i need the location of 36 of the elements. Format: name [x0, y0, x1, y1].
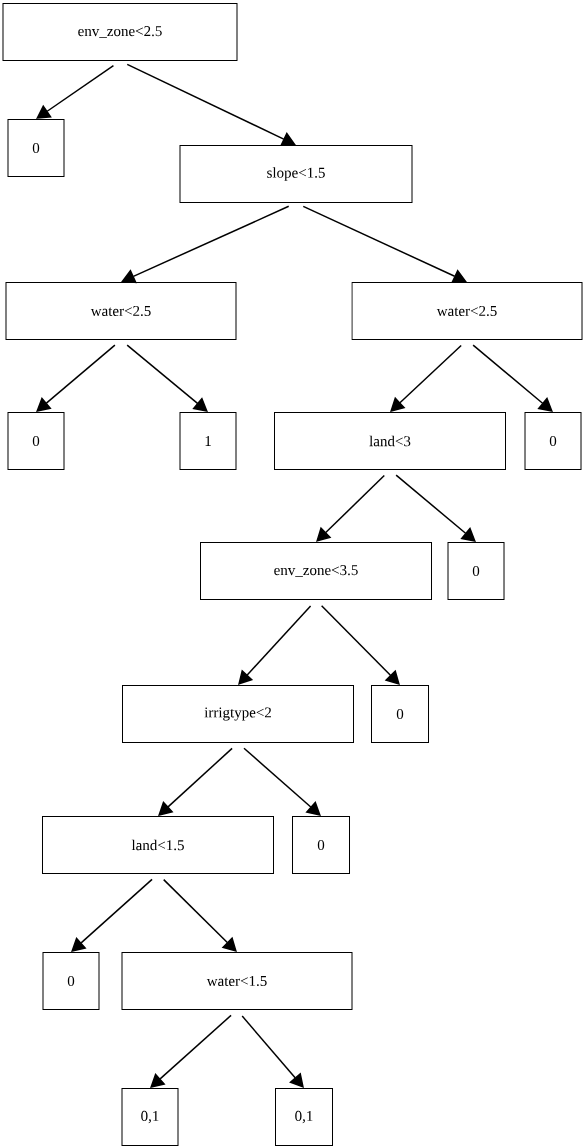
arrow: [241, 1015, 304, 1088]
arrow: [390, 344, 462, 412]
tree-node-box: land<1.5: [42, 816, 274, 874]
tree-node-box: slope<1.5: [179, 145, 413, 203]
arrow: [36, 344, 116, 412]
tree-node-box: 0,1: [275, 1088, 333, 1146]
arrow: [320, 604, 400, 685]
tree-node-box: 1: [179, 412, 237, 470]
tree-node-box: 0: [42, 952, 100, 1010]
tree-node-box: 0: [524, 412, 582, 470]
tree-node-box: 0: [7, 119, 65, 177]
tree-node-box: 0: [292, 816, 350, 874]
arrow: [238, 605, 312, 685]
arrow: [150, 1014, 232, 1088]
arrow: [126, 63, 296, 146]
arrow: [71, 878, 153, 952]
arrow: [36, 64, 115, 119]
tree-node-box: land<3: [274, 412, 506, 470]
arrow: [316, 474, 385, 542]
tree-node-box: water<1.5: [121, 952, 353, 1010]
tree-node-box: water<2.5: [351, 282, 583, 340]
arrow: [126, 344, 208, 412]
tree-node-box: 0,1: [121, 1088, 179, 1146]
tree-node-box: env_zone<3.5: [200, 542, 432, 600]
arrow: [121, 205, 290, 284]
tree-node-box: env_zone<2.5: [2, 3, 238, 61]
tree-node-box: 0: [7, 412, 65, 470]
tree-node-box: irrigtype<2: [122, 685, 354, 743]
tree-node-box: 0: [371, 685, 429, 743]
tree-node-box: 0: [447, 542, 505, 600]
arrow: [395, 474, 476, 542]
arrow: [162, 878, 237, 952]
arrow: [243, 747, 321, 816]
arrow: [472, 344, 553, 412]
arrow: [158, 747, 233, 816]
tree-node-box: water<2.5: [5, 282, 237, 340]
